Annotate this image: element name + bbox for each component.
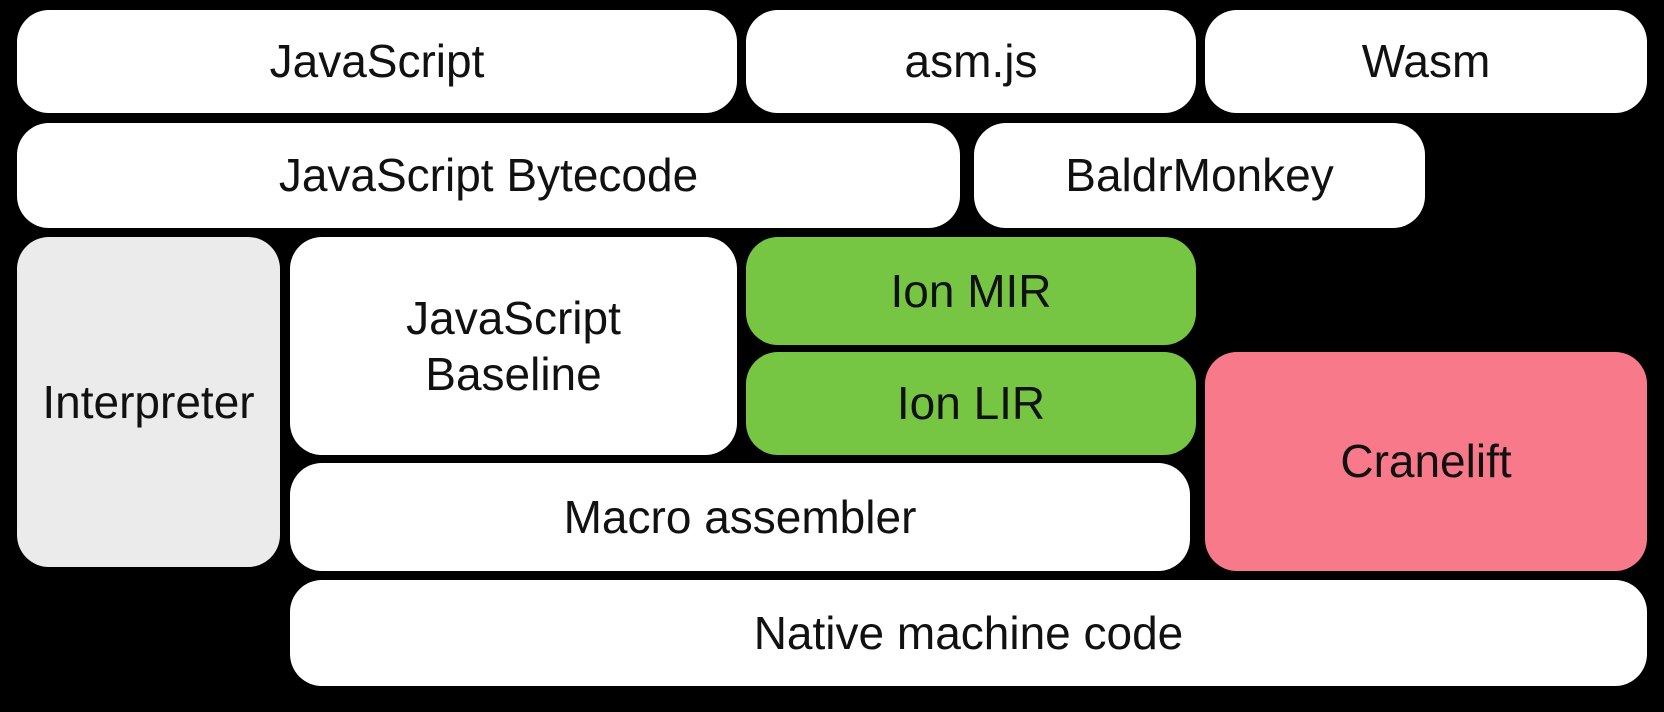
box-asmjs-label: asm.js <box>904 35 1038 88</box>
box-baldrmonkey: BaldrMonkey <box>974 123 1425 228</box>
box-ion-mir: Ion MIR <box>746 237 1196 345</box>
box-javascript-label: JavaScript <box>269 35 485 88</box>
box-interpreter-label: Interpreter <box>42 375 255 428</box>
box-interpreter: Interpreter <box>17 237 280 567</box>
box-javascript: JavaScript <box>17 10 737 113</box>
box-native-machine-code-label: Native machine code <box>753 606 1184 659</box>
box-cranelift-label: Cranelift <box>1340 435 1512 488</box>
box-ion-lir-label: Ion LIR <box>896 377 1046 430</box>
box-javascript-bytecode-label: JavaScript Bytecode <box>278 149 699 202</box>
box-macro-assembler: Macro assembler <box>290 463 1190 571</box>
box-javascript-baseline-label-line1: JavaScript <box>406 291 621 344</box>
box-asmjs: asm.js <box>746 10 1196 113</box>
box-javascript-baseline-label-line2: Baseline <box>425 348 602 400</box>
box-ion-lir: Ion LIR <box>746 352 1196 455</box>
box-macro-assembler-label: Macro assembler <box>563 490 917 543</box>
box-cranelift: Cranelift <box>1205 352 1647 571</box>
box-wasm-label: Wasm <box>1361 35 1491 88</box>
box-native-machine-code: Native machine code <box>290 580 1647 686</box>
box-wasm: Wasm <box>1205 10 1647 113</box>
box-javascript-bytecode: JavaScript Bytecode <box>17 123 960 228</box>
box-ion-mir-label: Ion MIR <box>890 264 1052 317</box>
box-javascript-baseline: JavaScript Baseline <box>290 237 737 455</box>
box-baldrmonkey-label: BaldrMonkey <box>1065 149 1334 202</box>
